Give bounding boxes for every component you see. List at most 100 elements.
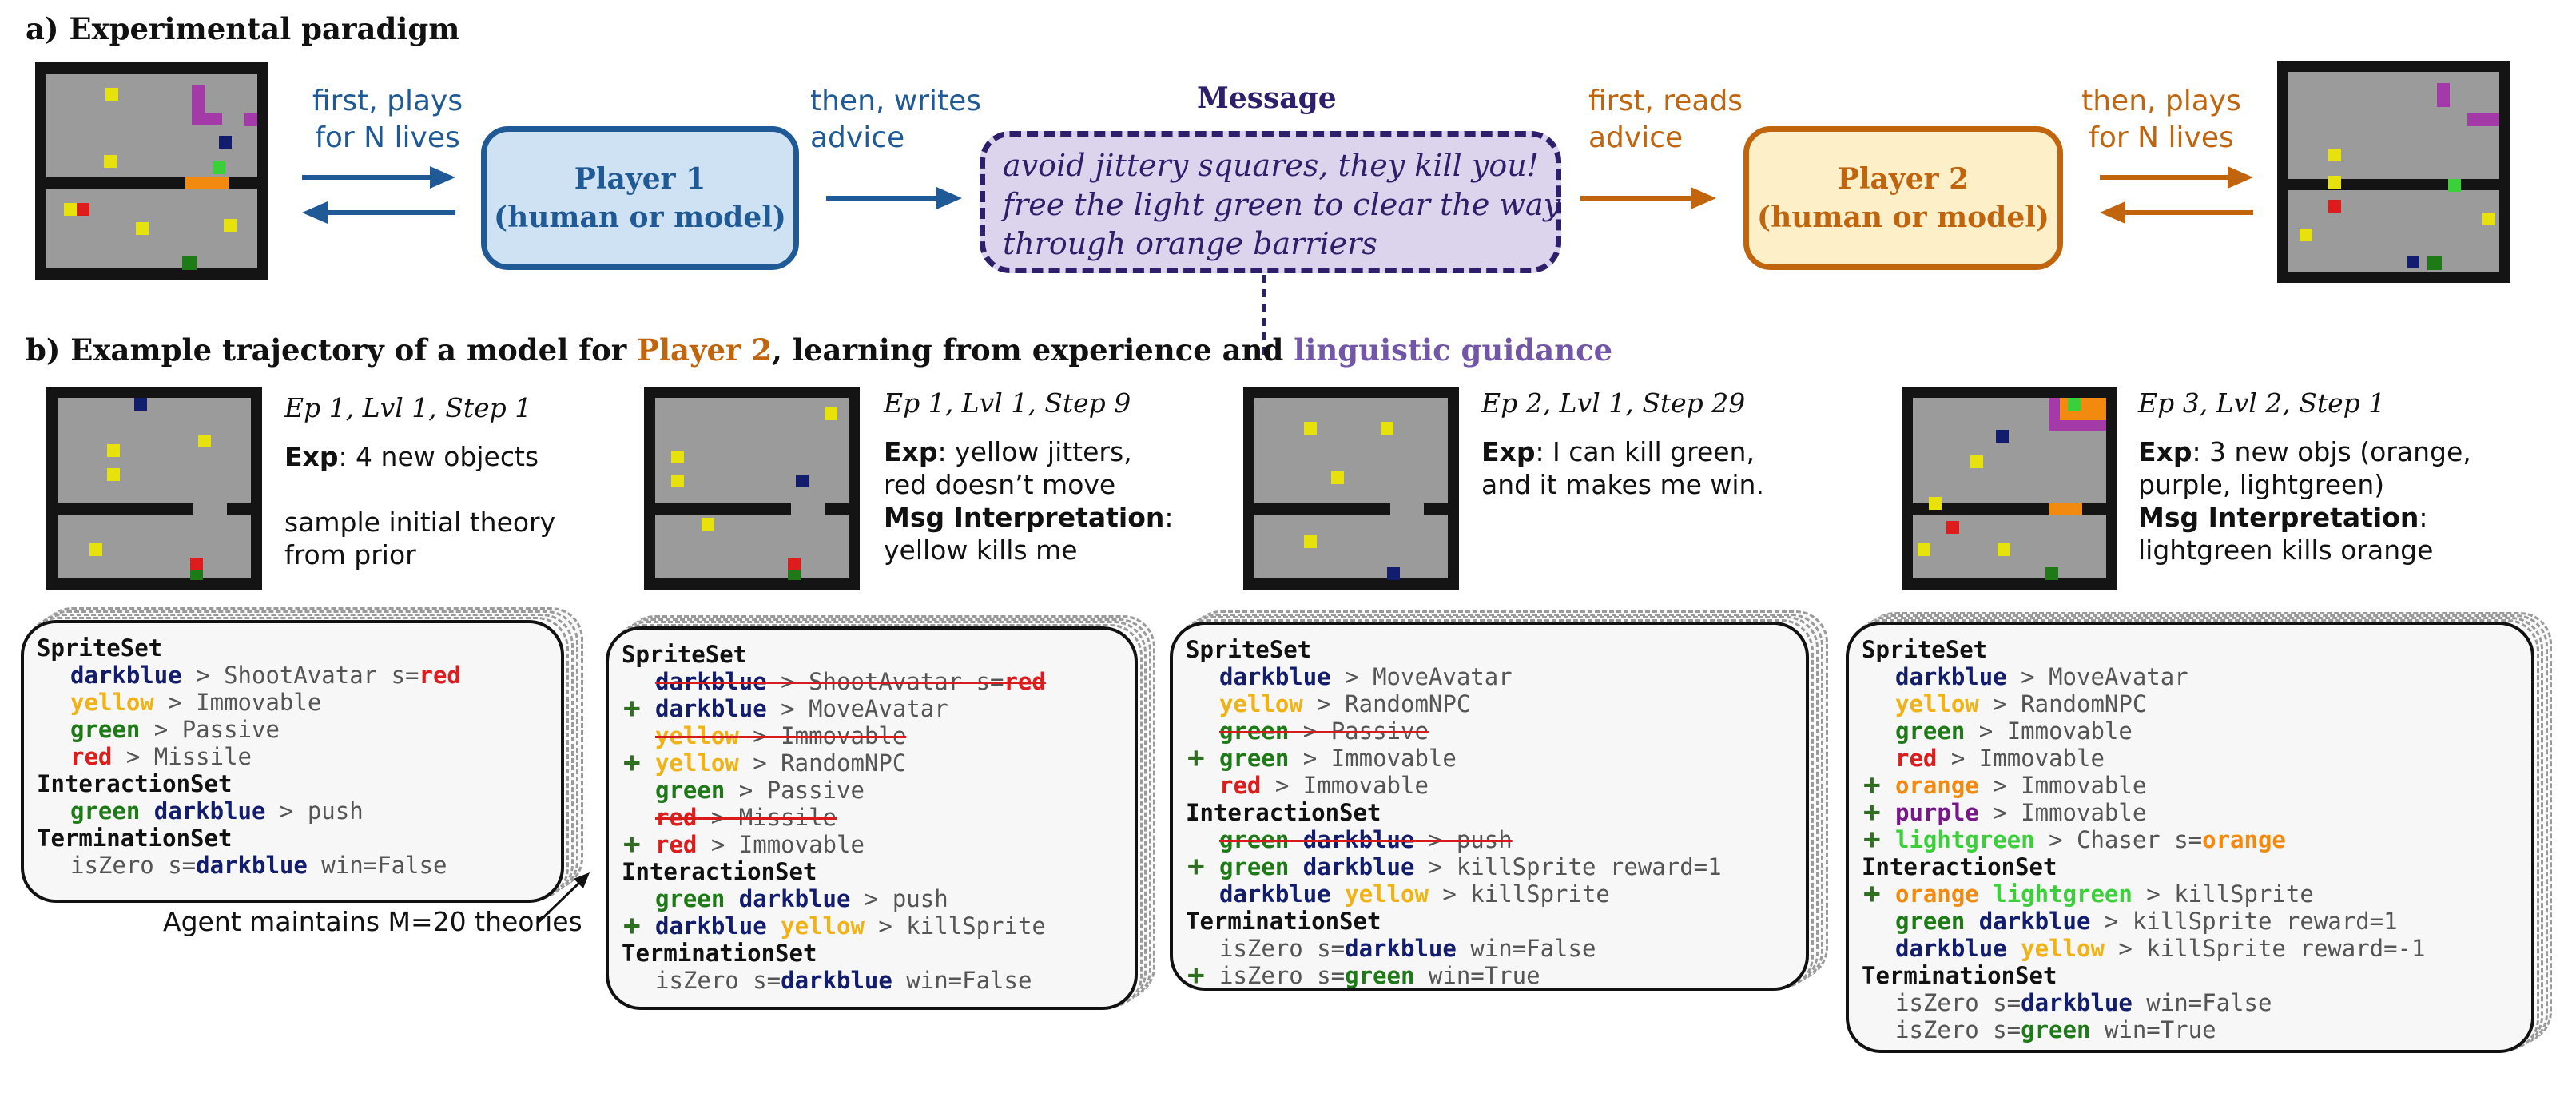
theory-rule-removed: darkblue > ShootAvatar s=red [655, 668, 1046, 695]
theory-rule: yellow > Immovable [70, 689, 322, 716]
plus-icon: + [623, 828, 641, 860]
theory-section-header: SpriteSet [37, 634, 163, 662]
theory-section-header: SpriteSet [622, 641, 748, 668]
theory-rule-removed: yellow > Immovable [655, 722, 907, 749]
plus-icon: + [1863, 796, 1881, 829]
player2-box: Player 2(human or model) [1743, 126, 2063, 270]
theory-rule-removed: red > Missile [655, 804, 837, 831]
theory-rule-added: +darkblue > MoveAvatar [623, 692, 948, 725]
theory-rule: green darkblue > push [70, 797, 364, 825]
plus-icon: + [1863, 769, 1881, 801]
theory-rule: yellow > RandomNPC [1219, 690, 1471, 717]
message-line: avoid jittery squares, they kill you! [1003, 148, 1539, 183]
theory-rule: isZero s=darkblue win=False [1895, 989, 2272, 1016]
step-label: Ep 2, Lvl 1, Step 29 [1481, 388, 1746, 419]
player1-box: Player 1(human or model) [481, 126, 799, 270]
theory-rule: green darkblue > push [655, 885, 948, 912]
plus-icon: + [1187, 741, 1205, 774]
step-label: Ep 1, Lvl 1, Step 9 [884, 388, 1131, 419]
theory-rule-added: +red > Immovable [623, 828, 865, 860]
theory-rule-removed: green darkblue > push [1219, 826, 1513, 853]
plus-icon: + [623, 692, 641, 725]
theory-rule-added: +lightgreen > Chaser s=orange [1863, 823, 2286, 856]
step-label: Ep 3, Lvl 2, Step 1 [2138, 388, 2386, 419]
agent-note-arrow [535, 872, 590, 925]
plus-icon: + [1187, 850, 1205, 883]
theory-rule: green darkblue > killSprite reward=1 [1895, 908, 2398, 935]
theory-rule-removed: green > Passive [1219, 717, 1429, 745]
theory-rule: isZero s=darkblue win=False [70, 852, 447, 879]
step-note-line: Exp: I can kill green, [1481, 436, 1755, 467]
theory-rule: darkblue yellow > killSprite reward=-1 [1895, 935, 2426, 962]
theory-section-header: TerminationSet [37, 825, 233, 852]
theory-section-header: InteractionSet [37, 770, 233, 797]
theory-section-header: InteractionSet [1862, 853, 2057, 880]
theory-rule-added: +yellow > RandomNPC [623, 746, 907, 779]
theory-rule: darkblue yellow > killSprite [1219, 880, 1610, 908]
step-note-line: Msg Interpretation: [2138, 502, 2428, 533]
theory-rule: red > Immovable [1895, 745, 2105, 772]
theory-section-header: InteractionSet [622, 858, 817, 885]
theory-rule: isZero s=green win=True [1895, 1016, 2216, 1043]
message-line: free the light green to clear the way [1003, 187, 1561, 222]
theory-rule-added: +orange lightgreen > killSprite [1863, 877, 2314, 910]
step-note-line: yellow kills me [884, 535, 1078, 566]
theory-rule-added: +orange > Immovable [1863, 769, 2147, 801]
theory-rule: green > Passive [655, 777, 865, 804]
plus-icon: + [623, 909, 641, 942]
panel-a-title: a) Experimental paradigm [26, 11, 460, 46]
step-note-line: red doesn’t move [884, 469, 1116, 500]
reads-arrow [1580, 187, 1716, 209]
theory-rule: darkblue > MoveAvatar [1219, 663, 1513, 690]
theory-section-header: TerminationSet [1186, 908, 1381, 935]
step-note-line: purple, lightgreen) [2138, 469, 2385, 500]
theory-rule-added: +darkblue yellow > killSprite [623, 909, 1046, 942]
plus-icon: + [1187, 959, 1205, 992]
theory-rule: red > Immovable [1219, 772, 1429, 799]
step-note-line: and it makes me win. [1481, 469, 1764, 500]
message-title: Message [1197, 81, 1337, 115]
step-note-line: Exp: 3 new objs (orange, [2138, 436, 2471, 467]
step1-game-screenshot [46, 387, 262, 590]
theory-rule-added: +isZero s=green win=True [1187, 959, 1540, 992]
player2-exchange-arrows [2100, 166, 2253, 224]
step-note-line: Exp: 4 new objects [284, 441, 539, 472]
plus-icon: + [1863, 823, 1881, 856]
advice-arrow [826, 187, 962, 209]
theory-section-header: SpriteSet [1862, 636, 1988, 663]
panel-b-title: b) Example trajectory of a model for Pla… [26, 332, 1613, 368]
theory-rule: isZero s=darkblue win=False [655, 967, 1032, 994]
player1-game-screenshot [35, 62, 268, 280]
step-note-line: Msg Interpretation: [884, 502, 1174, 533]
theory-rule: darkblue > MoveAvatar [1895, 663, 2188, 690]
theory-rule: isZero s=darkblue win=False [1219, 935, 1596, 962]
step-label: Ep 1, Lvl 1, Step 1 [284, 392, 532, 423]
plus-icon: + [1863, 877, 1881, 910]
theory-rule: red > Missile [70, 743, 252, 770]
step-note-line: lightgreen kills orange [2138, 535, 2434, 566]
step-caption: Ep 3, Lvl 2, Step 1 Exp: 3 new objs (oran… [2138, 387, 2471, 566]
theory-section-header: TerminationSet [1862, 962, 2057, 989]
player2-game-screenshot [2277, 61, 2510, 283]
theory-rule: darkblue > ShootAvatar s=red [70, 662, 461, 689]
theory-rule-added: +green > Immovable [1187, 741, 1457, 774]
message-line: through orange barriers [1003, 226, 1377, 261]
ep3-game-screenshot [1902, 387, 2117, 590]
step-note-line: Exp: yellow jitters, [884, 436, 1132, 467]
step9-game-screenshot [644, 387, 860, 590]
step29-game-screenshot [1243, 387, 1459, 590]
theory-rule: yellow > RandomNPC [1895, 690, 2147, 717]
step-note-line [284, 473, 555, 506]
